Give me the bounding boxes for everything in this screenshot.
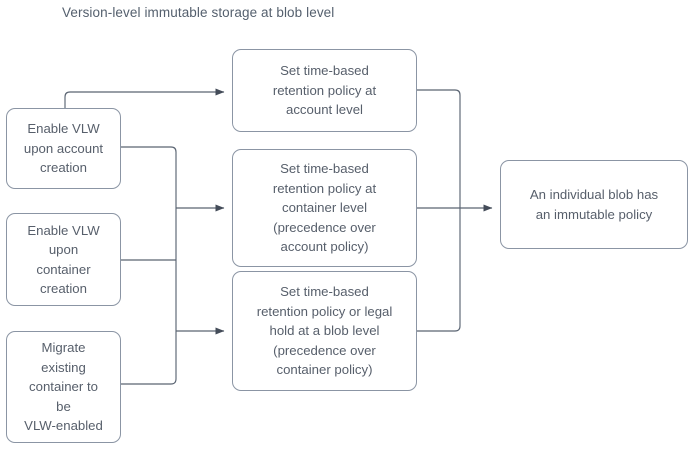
node-label: Migrate existing container to be VLW-ena… xyxy=(24,340,103,434)
node-enable-vlw-upon-account-creation[interactable]: Enable VLW upon account creation xyxy=(6,108,121,189)
node-label: Enable VLW upon account creation xyxy=(23,121,104,176)
node-retention-policy-or-legal-hold-blob-level[interactable]: Set time-based retention policy or legal… xyxy=(232,271,417,391)
diagram-title: Version-level immutable storage at blob … xyxy=(62,5,335,20)
node-label: Set time-based retention policy at accou… xyxy=(272,63,377,118)
node-individual-blob-immutable-policy[interactable]: An individual blob has an immutable poli… xyxy=(500,160,688,249)
node-label: Enable VLW upon container creation xyxy=(27,222,100,296)
node-retention-policy-account-level[interactable]: Set time-based retention policy at accou… xyxy=(232,49,417,132)
node-label: An individual blob has an immutable poli… xyxy=(529,187,659,222)
node-label: Set time-based retention policy or legal… xyxy=(256,284,393,378)
edge-enable-account-to-spine xyxy=(121,146,177,385)
node-enable-vlw-upon-container-creation[interactable]: Enable VLW upon container creation xyxy=(6,213,121,306)
node-migrate-existing-container[interactable]: Migrate existing container to be VLW-ena… xyxy=(6,331,121,443)
edge-policy-account-to-spine xyxy=(417,89,461,332)
edge-enable-account-to-policy-account xyxy=(64,88,225,108)
node-label: Set time-based retention policy at conta… xyxy=(272,161,377,255)
node-retention-policy-container-level[interactable]: Set time-based retention policy at conta… xyxy=(232,149,417,267)
